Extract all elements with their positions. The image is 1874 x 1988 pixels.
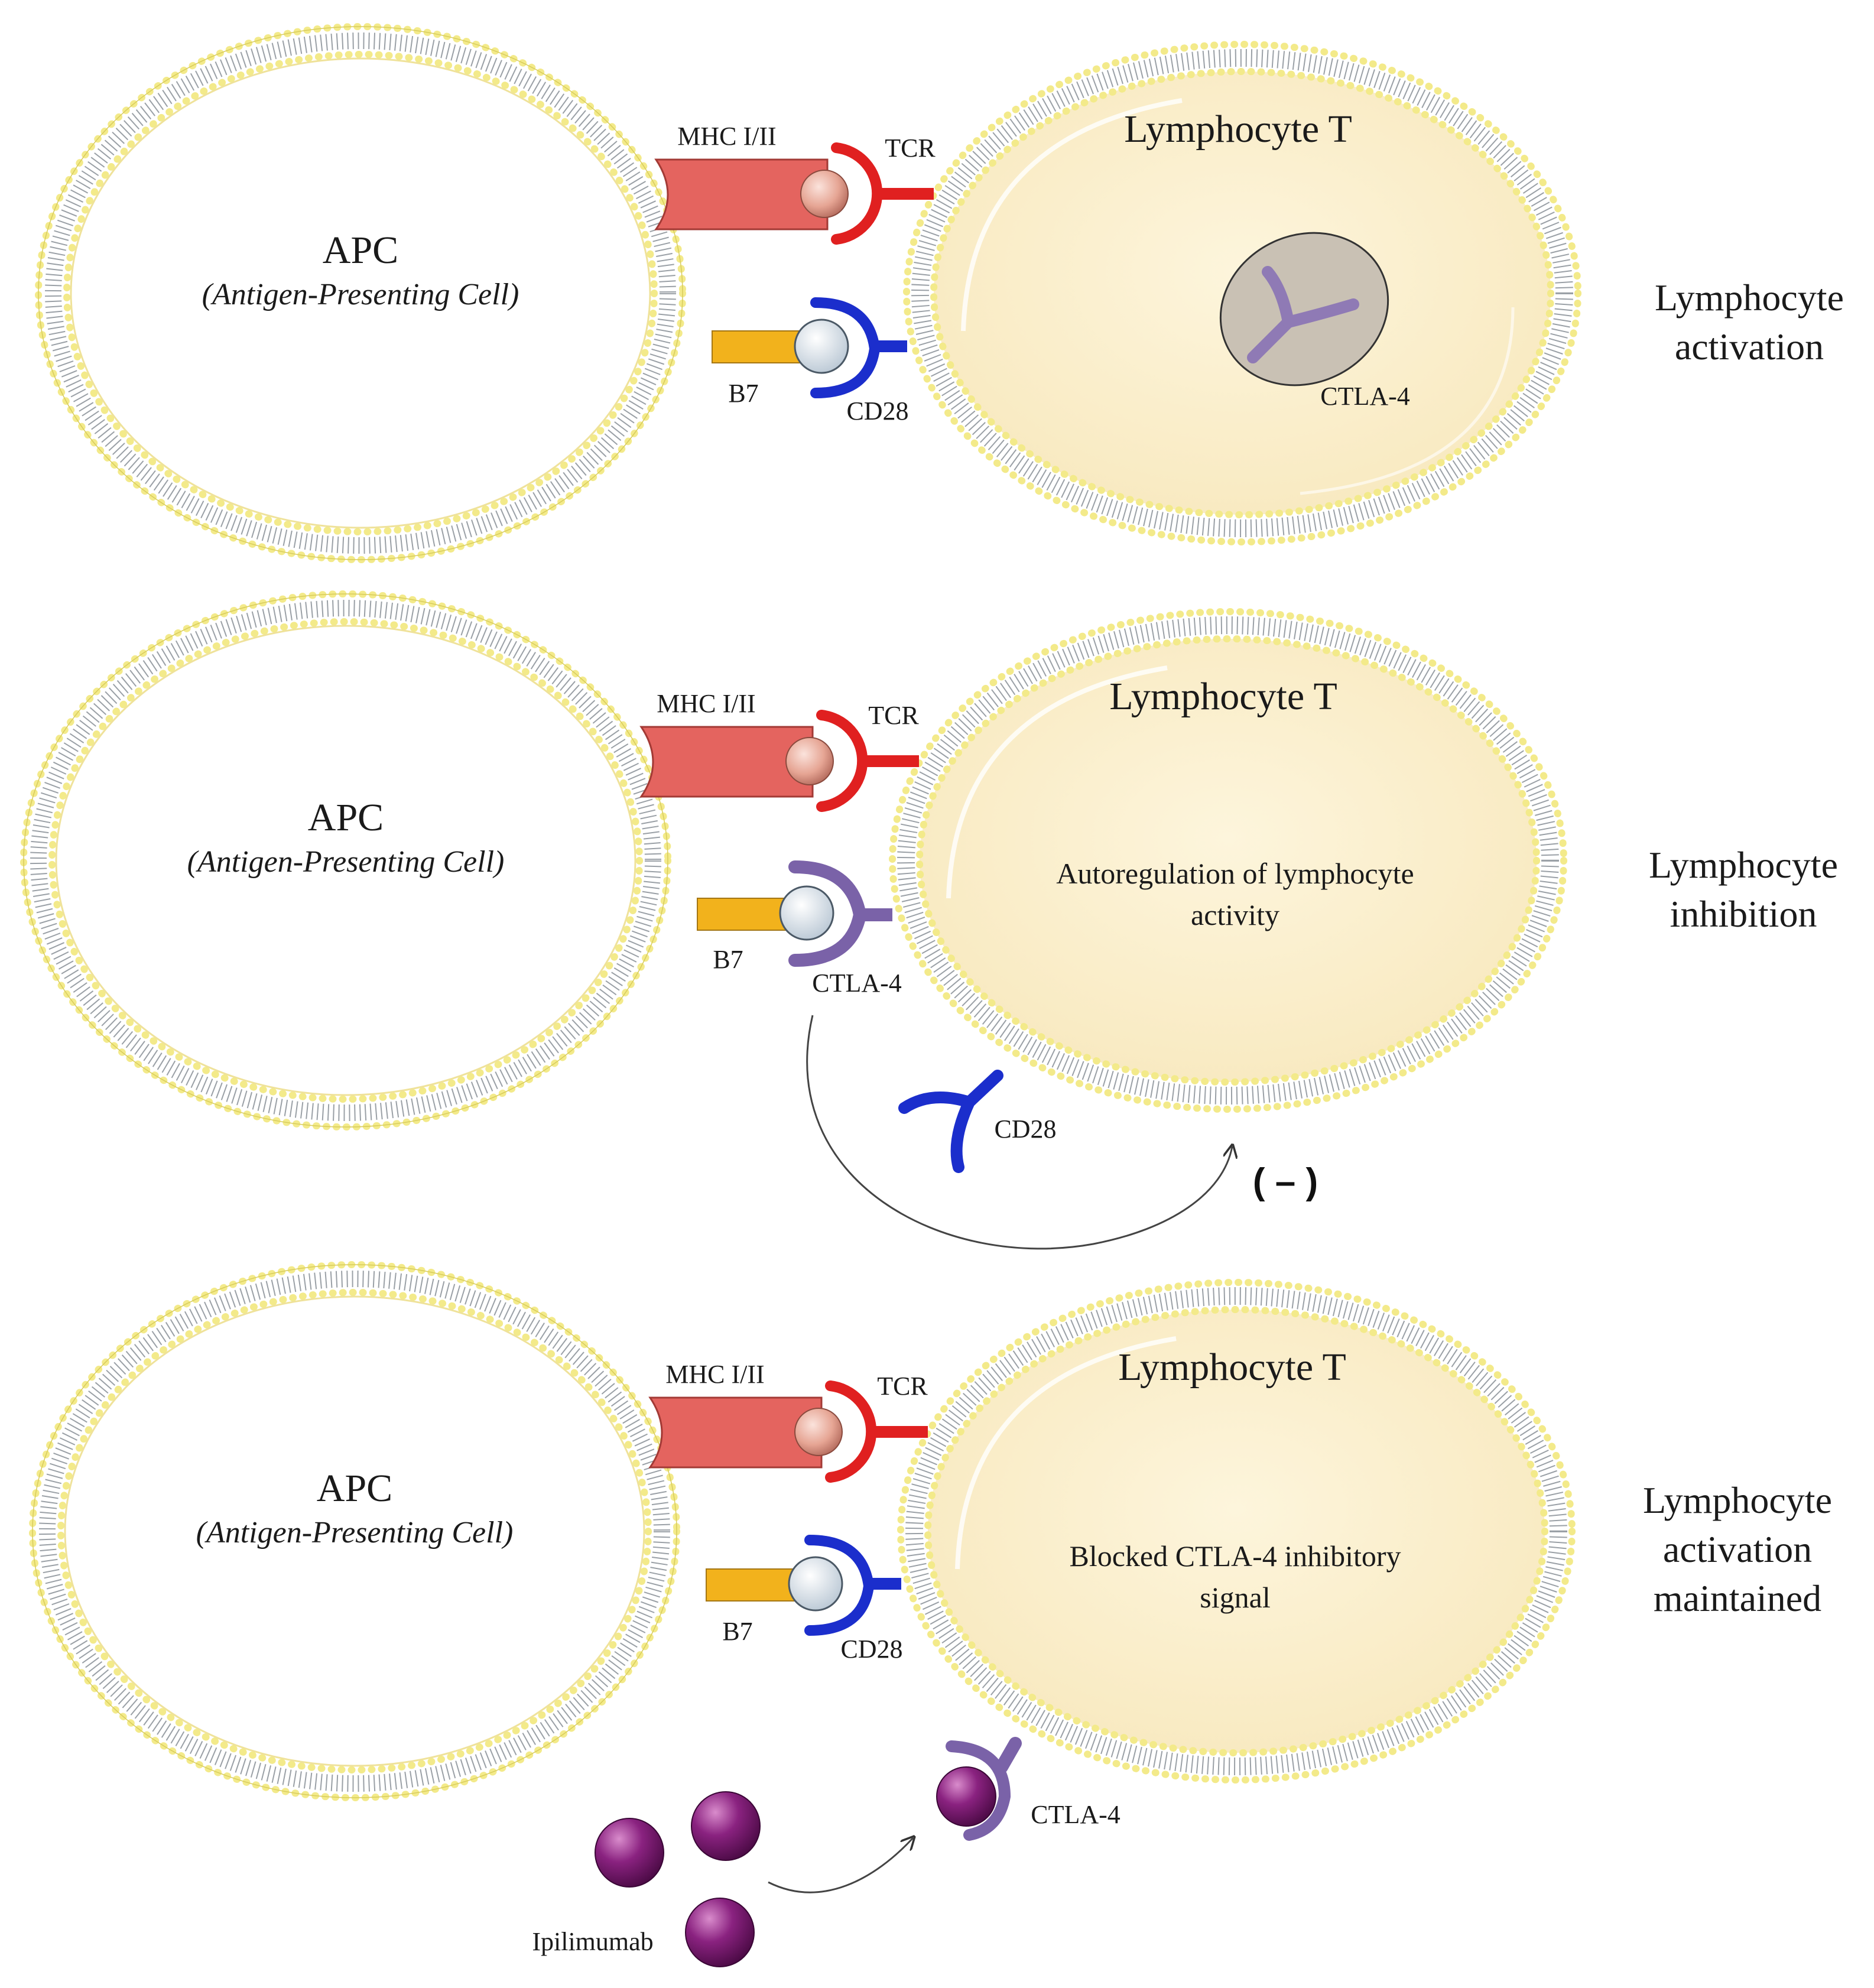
cd28-receptor xyxy=(804,1535,901,1636)
mhc-label: MHC I/II xyxy=(657,689,755,718)
apc-title: APC xyxy=(317,1467,392,1510)
binding-arrow xyxy=(768,1838,913,1893)
side-label-line-2: activation xyxy=(1675,326,1824,368)
t-cell-title: Lymphocyte T xyxy=(1118,1346,1346,1389)
inner-text-line-1: Blocked CTLA-4 inhibitory xyxy=(1069,1539,1401,1573)
side-label-line-1: Lymphocyte xyxy=(1655,277,1844,319)
inner-text-line-1: Autoregulation of lymphocyte xyxy=(1056,857,1414,890)
inner-text-line-2: signal xyxy=(1200,1581,1270,1614)
tcr-receptor xyxy=(831,142,934,245)
mhc-molecule xyxy=(639,726,814,798)
mhc-molecule xyxy=(648,1396,823,1469)
apc-subtitle: (Antigen-Presenting Cell) xyxy=(187,845,505,879)
b7-ligand-icon xyxy=(794,319,849,374)
apc-subtitle: (Antigen-Presenting Cell) xyxy=(196,1516,514,1550)
t-cell xyxy=(889,608,1567,1113)
apc-subtitle: (Antigen-Presenting Cell) xyxy=(202,278,519,311)
ipilimumab-icon xyxy=(685,1898,755,1967)
b7-ligand-icon xyxy=(779,885,834,941)
antigen-icon xyxy=(794,1408,843,1456)
tcr-label: TCR xyxy=(868,701,919,730)
cd28-receptor xyxy=(810,297,907,398)
nucleus xyxy=(1219,232,1389,386)
ipilimumab-label: Ipilimumab xyxy=(532,1927,653,1956)
side-label-line-3: maintained xyxy=(1654,1577,1821,1619)
free-cd28-receptor xyxy=(898,1070,1003,1173)
side-label-line-1: Lymphocyte xyxy=(1649,844,1838,886)
b7-label: B7 xyxy=(722,1617,752,1646)
panel-maintained: APC (Antigen-Presenting Cell) Lymphocyte… xyxy=(29,1261,1832,1967)
ctla4-label: CTLA-4 xyxy=(1031,1800,1120,1829)
cd28-label: CD28 xyxy=(994,1115,1056,1144)
nucleus-ctla4-label: CTLA-4 xyxy=(1320,382,1410,411)
mhc-molecule xyxy=(654,158,829,230)
antigen-icon xyxy=(785,737,834,785)
b7-label: B7 xyxy=(713,945,743,974)
inner-text-line-2: activity xyxy=(1191,898,1279,931)
apc-cell xyxy=(20,590,671,1131)
tcr-receptor xyxy=(825,1380,928,1483)
apc-title: APC xyxy=(308,796,384,839)
ipilimumab-molecules xyxy=(595,1791,761,1967)
bound-ipilimumab-icon xyxy=(936,1766,996,1827)
t-cell xyxy=(897,1279,1576,1784)
cd28-label: CD28 xyxy=(846,397,908,425)
t-cell-title: Lymphocyte T xyxy=(1124,108,1352,151)
apc-cell xyxy=(29,1261,680,1801)
cd28-label: CD28 xyxy=(840,1635,902,1664)
apc-title: APC xyxy=(323,229,398,272)
blocked-ctla4-receptor xyxy=(946,1737,1022,1841)
ctla4-receptor xyxy=(788,860,892,967)
side-label-line-2: inhibition xyxy=(1670,893,1817,935)
inhibition-symbol: ( – ) xyxy=(1253,1161,1318,1202)
side-label-line-2: activation xyxy=(1663,1528,1812,1570)
t-cell-title: Lymphocyte T xyxy=(1109,675,1337,718)
b7-label: B7 xyxy=(728,379,758,408)
apc-cell xyxy=(35,23,686,563)
feedback-arrow xyxy=(806,1015,1232,1250)
antigen-icon xyxy=(800,170,849,218)
ctla4-label: CTLA-4 xyxy=(812,969,902,998)
ctla4-receptor-icon xyxy=(1247,266,1359,363)
b7-ligand-icon xyxy=(788,1556,843,1612)
mhc-label: MHC I/II xyxy=(665,1360,764,1389)
tcr-receptor xyxy=(816,710,919,812)
tcr-label: TCR xyxy=(885,134,936,163)
mhc-label: MHC I/II xyxy=(677,122,776,151)
ipilimumab-icon xyxy=(595,1818,664,1888)
tcr-label: TCR xyxy=(877,1372,928,1401)
side-label-line-1: Lymphocyte xyxy=(1643,1479,1832,1521)
panel-activation: APC (Antigen-Presenting Cell) Lymphocyte… xyxy=(35,23,1844,563)
ipilimumab-icon xyxy=(691,1791,761,1861)
panel-inhibition: APC (Antigen-Presenting Cell) Lymphocyte… xyxy=(20,590,1838,1250)
